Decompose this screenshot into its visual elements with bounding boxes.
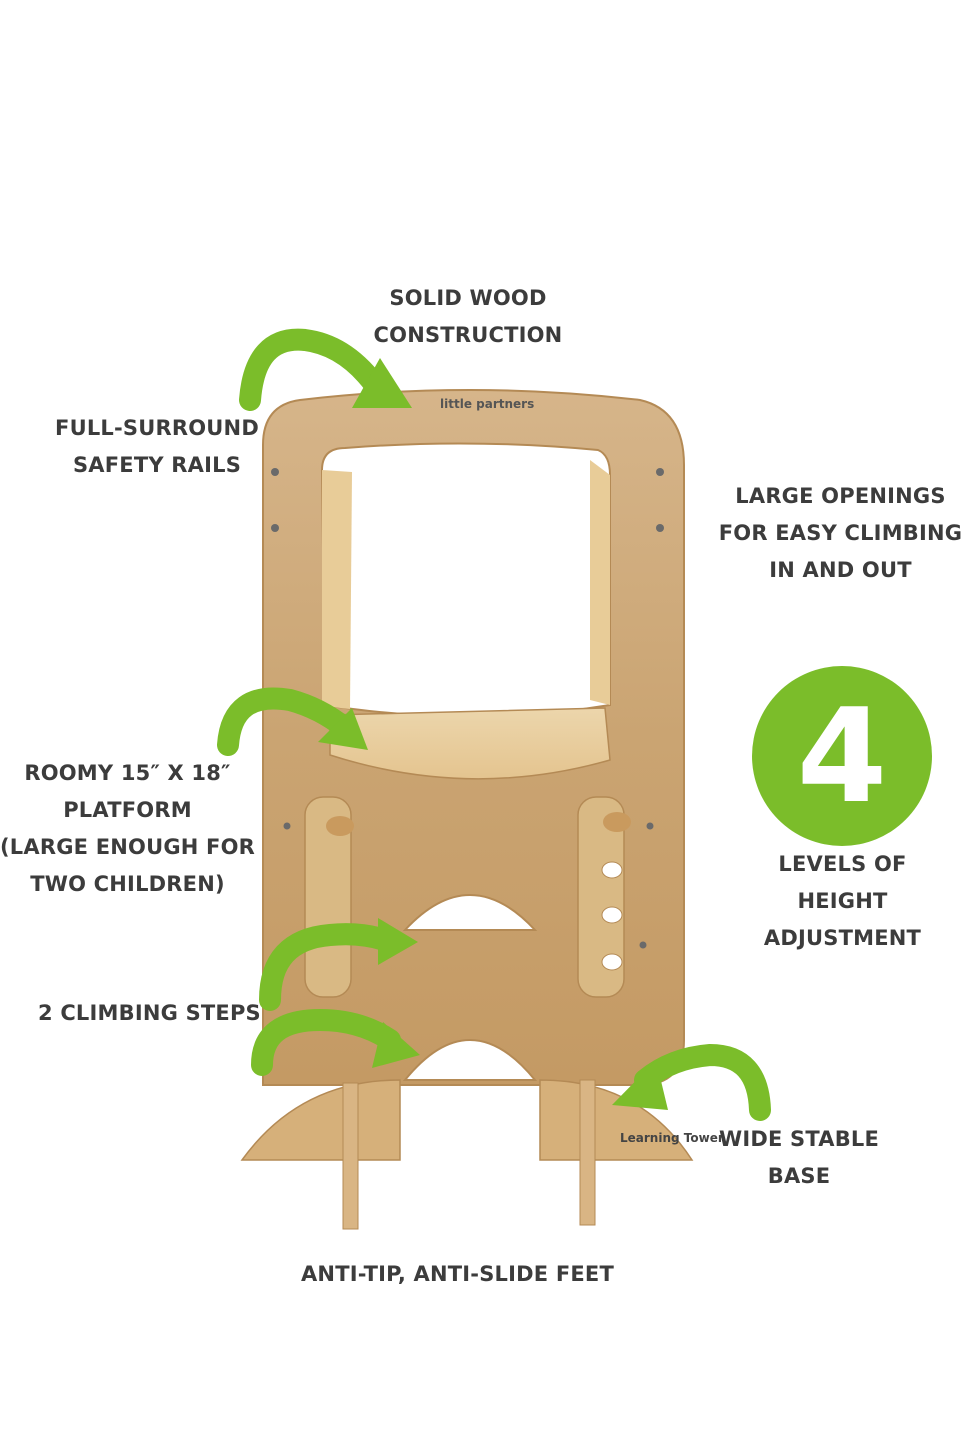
label-line: WIDE STABLE: [718, 1127, 880, 1151]
arrow-icon-group: [217, 328, 771, 1121]
label-line: 2 CLIMBING STEPS: [38, 1001, 261, 1025]
label-platform: ROOMY 15″ X 18″ PLATFORM (LARGE ENOUGH F…: [0, 755, 255, 903]
label-line: (LARGE ENOUGH FOR: [0, 835, 256, 859]
opening-inner-side: [322, 470, 352, 709]
label-line: SOLID WOOD: [389, 286, 547, 310]
label-wide-base: WIDE STABLE BASE: [715, 1121, 883, 1195]
label-line: SAFETY RAILS: [72, 453, 242, 477]
label-line: ANTI-TIP, ANTI-SLIDE FEET: [300, 1262, 614, 1286]
height-levels-badge: 4: [752, 666, 932, 846]
platform: [329, 707, 611, 780]
label-line: IN AND OUT: [769, 558, 912, 582]
label-line: TWO CHILDREN): [30, 872, 225, 896]
label-line: BASE: [767, 1164, 831, 1188]
right-foot-post: [579, 1079, 596, 1226]
label-line: ADJUSTMENT: [763, 926, 922, 950]
arrow-step1-icon: [259, 923, 396, 1011]
badge-number: 4: [796, 680, 888, 832]
step-opening-2: [402, 1039, 538, 1081]
arrow-platform-icon: [217, 687, 356, 756]
label-line: ROOMY 15″ X 18″: [24, 761, 231, 785]
opening-inner-side-right: [590, 460, 610, 705]
label-climbing-steps: 2 CLIMBING STEPS: [38, 995, 261, 1032]
right-slot: [577, 796, 625, 998]
label-line: LEVELS OF: [778, 852, 907, 876]
little-partners-logo: little partners: [440, 397, 534, 411]
top-opening: [320, 442, 611, 718]
label-height-levels: LEVELS OF HEIGHT ADJUSTMENT: [740, 846, 945, 957]
label-line: LARGE OPENINGS: [735, 484, 946, 508]
label-safety-rails: FULL-SURROUND SAFETY RAILS: [52, 410, 262, 484]
label-line: CONSTRUCTION: [373, 323, 563, 347]
label-line: HEIGHT: [797, 889, 888, 913]
label-solid-wood: SOLID WOOD CONSTRUCTION: [368, 280, 568, 354]
label-line: FULL-SURROUND: [55, 416, 259, 440]
label-line: PLATFORM: [63, 798, 192, 822]
left-base: [240, 1079, 401, 1161]
right-base: [539, 1079, 694, 1161]
step-opening-1: [402, 894, 538, 931]
label-line: FOR EASY CLIMBING: [718, 521, 963, 545]
label-feet: ANTI-TIP, ANTI-SLIDE FEET: [290, 1256, 625, 1293]
learning-tower-logo: Learning Tower: [620, 1131, 724, 1145]
left-foot-post: [342, 1082, 359, 1230]
label-large-openings: LARGE OPENINGS FOR EASY CLIMBING IN AND …: [718, 478, 963, 589]
arrow-base-icon: [634, 1043, 771, 1121]
arrow-solid-wood-icon: [239, 328, 386, 411]
arrow-step2-icon: [251, 1008, 401, 1076]
